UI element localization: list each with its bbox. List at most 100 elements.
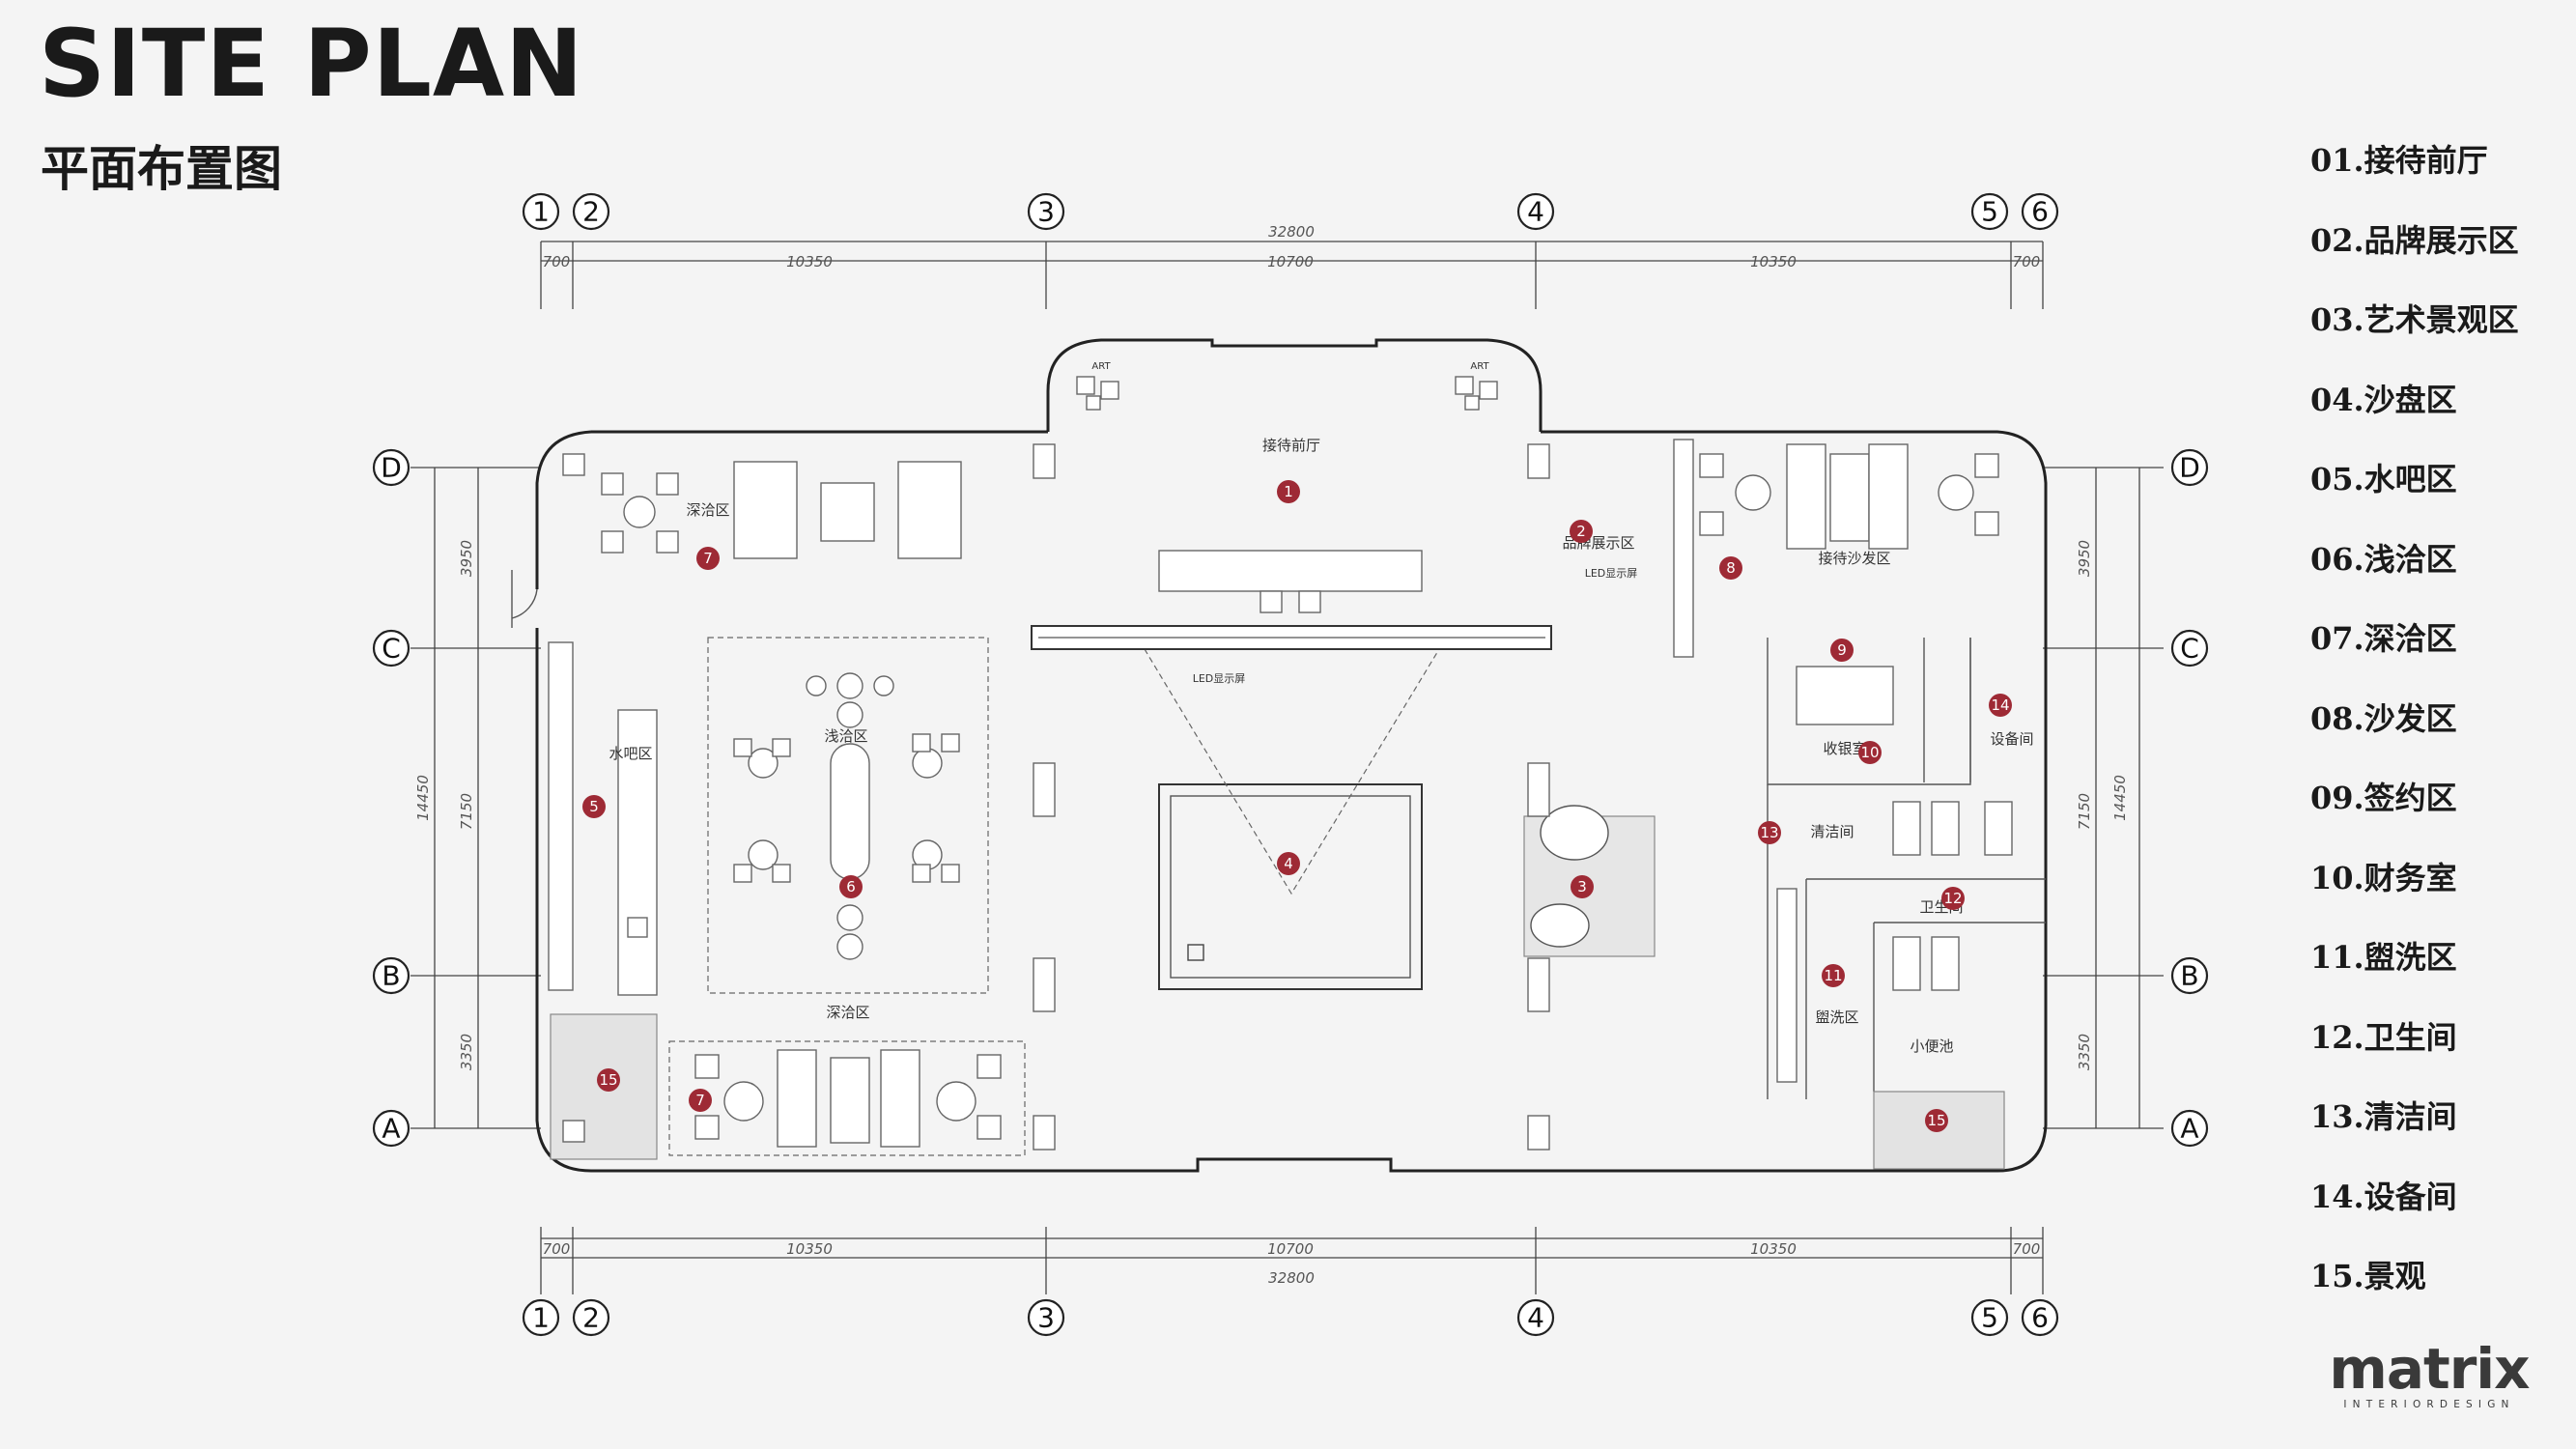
- label-deep-talk-bottom: 深洽区: [826, 1004, 869, 1021]
- dim-depth-left: 14450: [414, 775, 432, 821]
- dim-depth-r1: 3950: [2076, 540, 2093, 577]
- dim-seg-2: 10350: [786, 253, 833, 270]
- axis-2-b: 2: [582, 1302, 600, 1334]
- dim-depth-l2: 7150: [458, 793, 475, 830]
- zone-shallow-talk: [707, 637, 989, 994]
- label-art-right: ART: [1470, 361, 1489, 372]
- label-shallow-talk: 浅洽区: [824, 727, 867, 745]
- axis-1-b: 1: [532, 1302, 550, 1334]
- marker-1: 1: [1284, 483, 1293, 500]
- dim-total-bottom: 32800: [1268, 1269, 1315, 1287]
- marker-14: 14: [1991, 696, 2009, 714]
- label-urinal: 小便池: [1910, 1037, 1953, 1055]
- dim-seg-b3: 10700: [1267, 1240, 1314, 1258]
- zone-led-wall: [1031, 550, 1552, 650]
- row-axis-left: D C B A: [372, 448, 410, 1148]
- label-deep-talk-top: 深洽区: [686, 501, 729, 519]
- dim-seg-b2: 10350: [786, 1240, 833, 1258]
- marker-9: 9: [1837, 641, 1847, 659]
- dim-seg-b1: 700: [543, 1240, 571, 1258]
- label-cashier: 收银室: [1823, 740, 1866, 757]
- label-equipment: 设备间: [1990, 730, 2033, 748]
- marker-12: 12: [1943, 890, 1962, 907]
- label-art-left: ART: [1091, 361, 1111, 372]
- dim-seg-4: 10350: [1750, 253, 1797, 270]
- dim-depth-l3: 3350: [458, 1034, 475, 1070]
- axis-4: 4: [1527, 196, 1544, 228]
- legend-item: 10.财务室: [2310, 859, 2457, 896]
- logo-name: matrix: [2329, 1336, 2530, 1402]
- dim-depth-l1: 3950: [458, 540, 475, 577]
- axis-d: D: [381, 452, 402, 484]
- page-subtitle: 平面布置图: [41, 141, 282, 197]
- zone-deep-talk-bottom: [668, 1040, 1026, 1156]
- axis-b-r: B: [2180, 960, 2198, 992]
- legend-item: 11.盥洗区: [2310, 939, 2457, 976]
- marker-3: 3: [1577, 878, 1587, 895]
- axis-a-r: A: [2180, 1113, 2198, 1145]
- dim-depth-right: 14450: [2111, 775, 2129, 821]
- dim-total-top: 32800: [1268, 223, 1315, 241]
- marker-7-top: 7: [703, 550, 713, 567]
- dim-seg-b5: 700: [2013, 1240, 2041, 1258]
- axis-6-b: 6: [2031, 1302, 2049, 1334]
- legend-item: 15.景观: [2310, 1258, 2426, 1294]
- legend-item: 09.签约区: [2310, 780, 2457, 816]
- dim-seg-3: 10700: [1267, 253, 1314, 270]
- dim-seg-5: 700: [2013, 253, 2041, 270]
- axis-c-r: C: [2180, 633, 2199, 665]
- column-axis-top: 1 2 3 4 5 6: [522, 192, 2059, 231]
- zone-sand-table: [1143, 648, 1441, 990]
- label-cleaning: 清洁间: [1810, 823, 1854, 840]
- columns: [562, 443, 1550, 1151]
- legend-item: 02.品牌展示区: [2310, 221, 2519, 259]
- marker-2: 2: [1576, 523, 1586, 540]
- legend-item: 03.艺术景观区: [2310, 301, 2519, 338]
- marker-8: 8: [1726, 559, 1736, 577]
- legend-item: 06.浅洽区: [2310, 540, 2457, 578]
- row-axis-right: D C B A: [2170, 448, 2209, 1148]
- marker-15-right: 15: [1927, 1112, 1945, 1129]
- marker-10: 10: [1860, 744, 1879, 761]
- zone-sofa-reception: [1673, 439, 1999, 658]
- markers: 1 2 3 4 5 6 7 7 8 9 10 11 12 13 14 15 15: [582, 480, 2012, 1132]
- marker-5: 5: [589, 798, 599, 815]
- axis-b: B: [382, 960, 400, 992]
- legend-item: 14.设备间: [2310, 1178, 2457, 1215]
- label-washroom: 盥洗区: [1815, 1009, 1858, 1026]
- label-reception: 接待前厅: [1262, 437, 1320, 454]
- marker-13: 13: [1760, 824, 1778, 841]
- dim-seg-1: 700: [543, 253, 571, 270]
- zone-service-block: [1767, 638, 2046, 1099]
- axis-5-b: 5: [1981, 1302, 1998, 1334]
- axis-a: A: [382, 1113, 400, 1145]
- label-led-center: LED显示屏: [1193, 672, 1246, 685]
- label-sofa-reception: 接待沙发区: [1818, 550, 1890, 567]
- axis-5: 5: [1981, 196, 1998, 228]
- zone-art-landscape: [1523, 805, 1656, 957]
- art-plinths: [1076, 376, 1498, 411]
- axis-3: 3: [1037, 196, 1055, 228]
- legend-item: 07.深洽区: [2310, 620, 2457, 657]
- marker-7-bottom: 7: [695, 1092, 705, 1109]
- marker-6: 6: [846, 878, 856, 895]
- axis-d-r: D: [2179, 452, 2200, 484]
- marker-15-left: 15: [599, 1071, 617, 1089]
- axis-6: 6: [2031, 196, 2049, 228]
- logo-tagline: INTERIORDESIGN: [2343, 1399, 2515, 1410]
- dim-depth-r2: 7150: [2076, 793, 2093, 830]
- legend-item: 13.清洁间: [2310, 1098, 2457, 1135]
- legend: 01.接待前厅 02.品牌展示区 03.艺术景观区 04.沙盘区 05.水吧区 …: [2310, 145, 2571, 1341]
- dim-depth-r3: 3350: [2076, 1034, 2093, 1070]
- legend-item: 12.卫生间: [2310, 1018, 2457, 1056]
- brand-logo: matrix INTERIORDESIGN: [2318, 1341, 2540, 1410]
- dim-seg-b4: 10350: [1750, 1240, 1797, 1258]
- label-led-right: LED显示屏: [1585, 567, 1638, 580]
- axis-4-b: 4: [1527, 1302, 1544, 1334]
- top-dimensions: [410, 241, 2164, 1294]
- legend-item: 04.沙盘区: [2310, 381, 2457, 418]
- legend-item: 05.水吧区: [2310, 461, 2457, 497]
- legend-item: 01.接待前厅: [2310, 142, 2488, 179]
- axis-3-b: 3: [1037, 1302, 1055, 1334]
